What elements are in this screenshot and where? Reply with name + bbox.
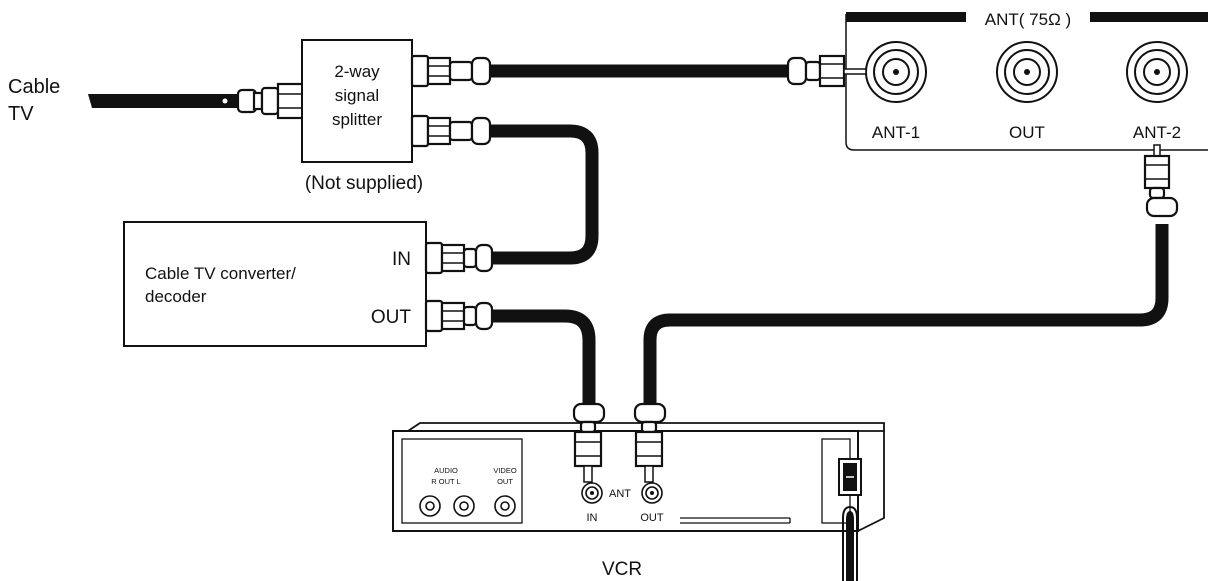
tv-jack-label-ant-1: ANT-1 [872, 123, 920, 142]
vcr-ant-in-plug [572, 402, 606, 483]
audio-out-r-jack[interactable] [419, 495, 441, 517]
vcr-ant-out-plug [633, 402, 667, 483]
audio-out-l-jack[interactable] [453, 495, 475, 517]
converter-out-connector [424, 299, 494, 333]
ant-2-jack[interactable] [1126, 41, 1188, 103]
cable-tv-label-line1: Cable [8, 76, 60, 98]
incoming-cable [88, 94, 238, 108]
splitter-label-line1: 2-way [334, 62, 380, 81]
tv-antenna-panel: ANT( 75Ω ) ANT-1 OUT ANT-2 [845, 10, 1208, 151]
tv-jack-label-ant-2: ANT-2 [1133, 123, 1181, 142]
tv-out-jack[interactable] [996, 41, 1058, 103]
converter-in-connector [424, 241, 494, 275]
tv-jack-label-out: OUT [1009, 123, 1045, 142]
splitter-output-top-connector [410, 54, 492, 88]
tv-panel-outline [845, 14, 1208, 151]
vcr-ant-in-label: IN [587, 512, 598, 524]
tv-panel-top-bar-left [846, 12, 966, 22]
splitter: 2-way signal splitter (Not supplied) [236, 39, 492, 194]
converter-in-label: IN [392, 249, 411, 270]
vcr-audio-sub-label: R OUT L [431, 477, 460, 486]
ant-1-jack[interactable] [865, 41, 927, 103]
splitter-output-bottom-connector [410, 114, 492, 148]
splitter-note: (Not supplied) [305, 173, 423, 194]
ant-1-plug [786, 54, 867, 88]
vcr-label: VCR [602, 559, 642, 580]
ant-2-plug [1143, 144, 1179, 218]
converter-label-line1: Cable TV converter/ [145, 264, 296, 283]
splitter-label-line2: signal [335, 86, 379, 105]
cable-tv-label-line2: TV [8, 103, 34, 125]
tv-panel-top-bar-right [1090, 12, 1208, 22]
cables [88, 64, 1169, 405]
cable-tv-to-vcr [643, 224, 1169, 405]
vcr-audio-label: AUDIO [434, 466, 458, 475]
tv-panel-header: ANT( 75Ω ) [985, 10, 1071, 29]
converter: Cable TV converter/ decoder IN OUT [123, 221, 494, 347]
splitter-box [301, 39, 413, 163]
cable-converter-to-vcr [490, 309, 596, 405]
vcr-video-sub-label: OUT [497, 477, 513, 486]
cable-splitter-to-converter [490, 124, 599, 265]
converter-box [123, 221, 427, 347]
vcr-power-cord [842, 505, 858, 581]
video-out-jack[interactable] [494, 495, 516, 517]
vcr-ant-out-label: OUT [640, 512, 664, 524]
converter-label-line2: decoder [145, 287, 207, 306]
splitter-input-connector [236, 82, 305, 120]
vcr-ant-label: ANT [609, 488, 631, 500]
vcr-ant-in-jack[interactable] [581, 482, 603, 504]
splitter-label-line3: splitter [332, 110, 382, 129]
vcr-power-switch[interactable] [838, 458, 862, 496]
vcr: AUDIO R OUT L VIDEO OUT ANT IN OUT [392, 422, 885, 581]
vcr-video-label: VIDEO [493, 466, 517, 475]
converter-out-label: OUT [371, 307, 412, 328]
vcr-ant-out-jack[interactable] [641, 482, 663, 504]
